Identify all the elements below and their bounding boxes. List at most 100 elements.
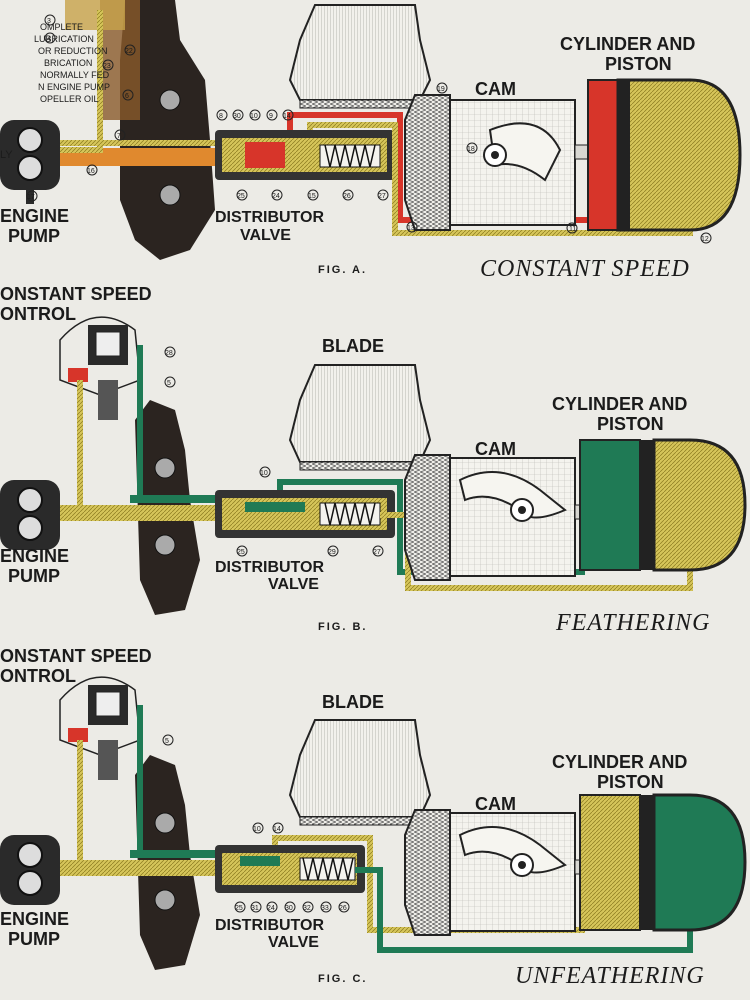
constant-speed-control-b bbox=[59, 316, 141, 420]
cylinder-label: CYLINDER AND bbox=[552, 394, 687, 414]
callout-label: 10 bbox=[250, 113, 258, 120]
callout-label: 26 bbox=[339, 905, 347, 912]
cylinder-a bbox=[587, 78, 742, 232]
callout-label: 28 bbox=[165, 350, 173, 357]
callout-label: 11 bbox=[569, 226, 576, 233]
engine-pump-a bbox=[0, 120, 60, 204]
figure-caption: FIG. A. bbox=[318, 264, 367, 276]
callout-label: 25 bbox=[237, 549, 245, 556]
callouts-b: 28 5 10 25 29 27 bbox=[164, 346, 384, 557]
callouts-c: 5 10 14 25 31 24 30 32 33 26 bbox=[162, 734, 350, 913]
engine-pump-b bbox=[0, 480, 60, 550]
callout-label: 30 bbox=[285, 905, 293, 912]
note-line: OMPLETE bbox=[40, 22, 83, 32]
callout-label: 24 bbox=[272, 193, 280, 200]
piston-label: PISTON bbox=[597, 414, 664, 434]
callout-label: 18 bbox=[467, 146, 475, 153]
callout-label: 17 bbox=[27, 194, 35, 201]
blade-label: BLADE bbox=[322, 336, 384, 356]
pump-label: PUMP bbox=[8, 929, 60, 949]
pump-label: PUMP bbox=[8, 226, 60, 246]
distributor-label: DISTRIBUTOR bbox=[215, 559, 324, 576]
engine-shaft-b bbox=[60, 400, 225, 615]
valve-label: VALVE bbox=[268, 934, 319, 951]
callout-label: 24 bbox=[267, 905, 275, 912]
callout-label: 27 bbox=[378, 193, 386, 200]
note-line: BRICATION bbox=[44, 58, 92, 68]
callout-label: 14 bbox=[273, 826, 281, 833]
callout-label: 7 bbox=[117, 133, 121, 140]
note-line: LUBRICATION bbox=[34, 34, 94, 44]
control-label-2: ONTROL bbox=[0, 304, 76, 324]
callout-label: 29 bbox=[328, 549, 336, 556]
blade-c bbox=[288, 719, 432, 826]
cylinder-label: CYLINDER AND bbox=[560, 34, 695, 54]
callout-label: 30 bbox=[233, 113, 241, 120]
callout-label: 22 bbox=[125, 48, 133, 55]
callout-label: 16 bbox=[87, 168, 95, 175]
cylinder-b bbox=[579, 438, 747, 572]
note-line: OR REDUCTION bbox=[38, 46, 108, 56]
engine-pump-c bbox=[0, 835, 60, 905]
cam-label: CAM bbox=[475, 794, 516, 814]
piston-label: PISTON bbox=[605, 54, 672, 74]
note-line: N ENGINE PUMP bbox=[38, 82, 110, 92]
valve-label: VALVE bbox=[268, 576, 319, 593]
distributor-valve-b bbox=[215, 490, 395, 538]
side-fragment: LY bbox=[0, 149, 13, 161]
figure-title: FEATHERING bbox=[555, 610, 710, 636]
cam-label: CAM bbox=[475, 79, 516, 99]
callouts-a: 3 4 22 23 6 7 16 17 8 30 10 9 14 25 24 1… bbox=[26, 14, 712, 244]
callout-label: 25 bbox=[235, 905, 243, 912]
callout-label: 15 bbox=[308, 193, 316, 200]
callout-label: 12 bbox=[701, 236, 709, 243]
callout-label: 31 bbox=[251, 905, 259, 912]
distributor-valve-c bbox=[215, 845, 365, 893]
valve-label: VALVE bbox=[240, 227, 291, 244]
figure-caption: FIG. B. bbox=[318, 621, 367, 633]
control-label-1: ONSTANT SPEED bbox=[0, 284, 152, 304]
cam-housing-c bbox=[404, 809, 576, 936]
callout-label: 6 bbox=[125, 93, 129, 100]
blade-b bbox=[288, 364, 432, 471]
fig-a: OMPLETE LUBRICATION OR REDUCTION BRICATI… bbox=[0, 0, 742, 282]
blade-a bbox=[288, 4, 432, 109]
blade-label: BLADE bbox=[322, 692, 384, 712]
callout-label: 5 bbox=[165, 738, 169, 745]
figure-title: UNFEATHERING bbox=[515, 963, 705, 989]
callout-label: 3 bbox=[47, 18, 51, 25]
control-label-1: ONSTANT SPEED bbox=[0, 646, 152, 666]
fig-c: ONSTANT SPEED ONTROL BLADE CYLINDER AND … bbox=[0, 646, 747, 989]
engine-label: ENGINE bbox=[0, 546, 69, 566]
callout-label: 23 bbox=[103, 63, 111, 70]
control-label-2: ONTROL bbox=[0, 666, 76, 686]
callout-label: 14 bbox=[283, 113, 291, 120]
distributor-label: DISTRIBUTOR bbox=[215, 209, 324, 226]
callout-label: 13 bbox=[407, 225, 415, 232]
callout-label: 33 bbox=[321, 905, 329, 912]
engine-label: ENGINE bbox=[0, 206, 69, 226]
figure-title: CONSTANT SPEED bbox=[480, 256, 690, 282]
callout-label: 27 bbox=[373, 549, 381, 556]
callout-label: 19 bbox=[437, 86, 445, 93]
callout-label: 10 bbox=[260, 470, 268, 477]
engine-label: ENGINE bbox=[0, 909, 69, 929]
figure-caption: FIG. C. bbox=[318, 973, 367, 985]
fig-b: ONSTANT SPEED ONTROL BLADE CYLINDER AND … bbox=[0, 284, 747, 636]
cylinder-c bbox=[579, 793, 747, 932]
callout-label: 26 bbox=[343, 193, 351, 200]
svg-text:OMPLETE: OMPLETE bbox=[40, 22, 83, 32]
cylinder-label: CYLINDER AND bbox=[552, 752, 687, 772]
cam-housing-a bbox=[404, 94, 576, 231]
callout-label: 9 bbox=[269, 113, 273, 120]
engine-shaft-c bbox=[60, 755, 225, 970]
cam-housing-b bbox=[404, 454, 576, 581]
callout-label: 10 bbox=[253, 826, 261, 833]
distributor-valve-a bbox=[215, 130, 395, 180]
callout-label: 4 bbox=[47, 36, 51, 43]
note-line: OPELLER OIL bbox=[40, 94, 99, 104]
callout-label: 5 bbox=[167, 380, 171, 387]
note-line: NORMALLY FED bbox=[40, 70, 110, 80]
